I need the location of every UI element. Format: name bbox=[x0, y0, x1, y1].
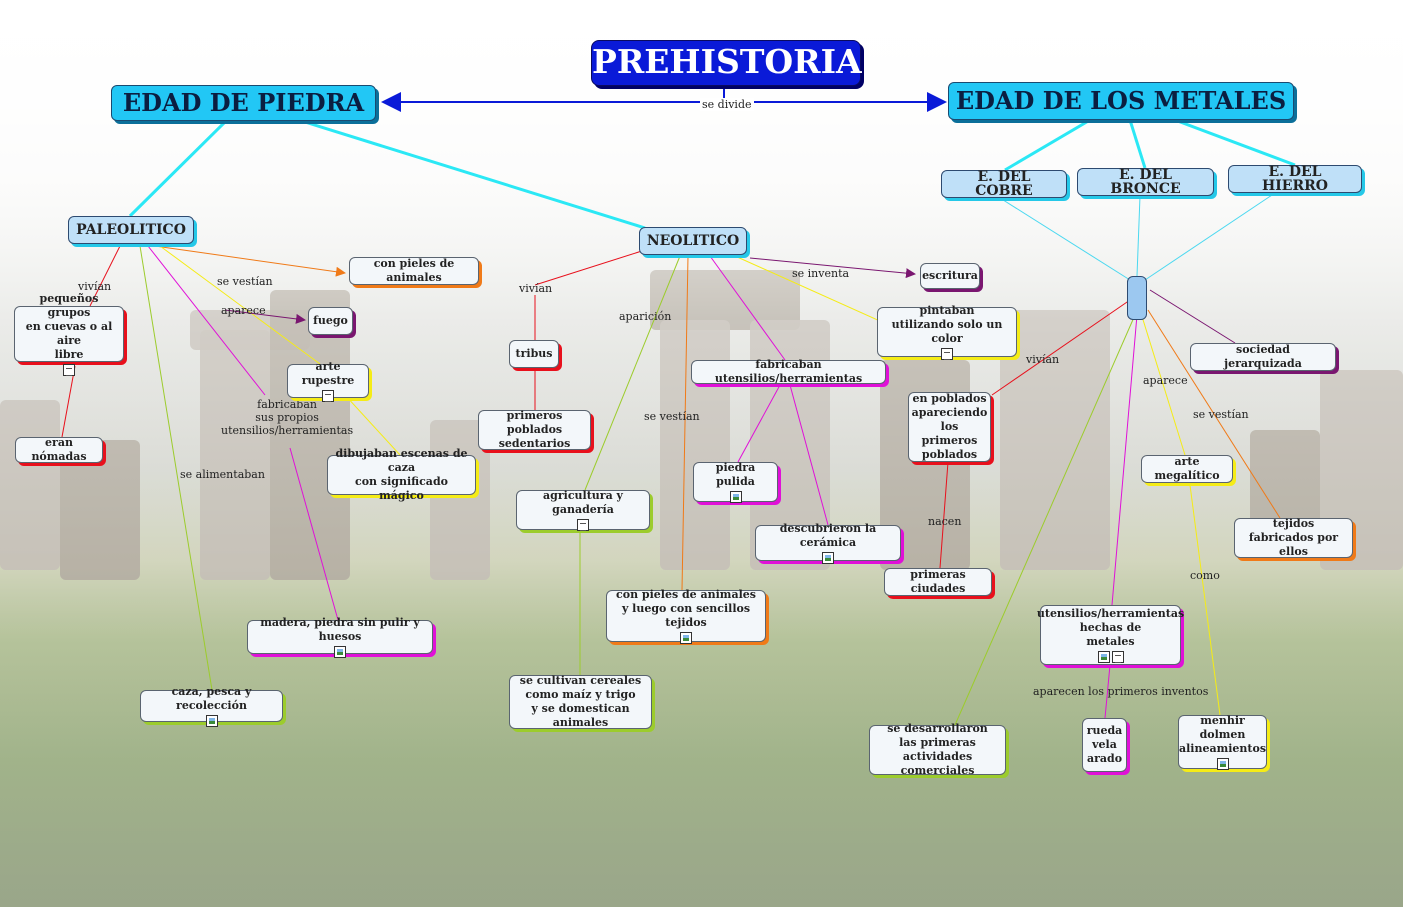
caza-pesca-text: caza, pesca y recolección bbox=[171, 685, 252, 712]
ceramica-text: descubrieron la cerámica bbox=[779, 522, 877, 549]
paleolitico-node[interactable]: PALEOLITICO bbox=[68, 216, 194, 244]
link-label-se-vestian: se vestían bbox=[217, 275, 273, 288]
agricultura-text: agricultura y ganadería bbox=[543, 489, 623, 516]
link-label-se-divide: se divide bbox=[700, 98, 754, 111]
poblados-metales-node[interactable]: en poblados apareciendo los primeros pob… bbox=[908, 392, 991, 462]
document-icon[interactable] bbox=[577, 519, 589, 531]
escritura-node[interactable]: escritura bbox=[920, 263, 980, 289]
page-title: PREHISTORIA bbox=[591, 40, 862, 86]
link-label-fabricaban: fabricaban sus propios utensilios/herram… bbox=[221, 398, 354, 437]
image-icon[interactable] bbox=[822, 552, 834, 564]
link-label-vivian-met: vivían bbox=[1026, 353, 1060, 366]
bronce-node[interactable]: E. DEL BRONCE bbox=[1077, 168, 1214, 196]
utensilios-metales-node[interactable]: utensilios/herramientas hechas de metale… bbox=[1036, 605, 1185, 665]
nomadas-node[interactable]: eran nómadas bbox=[15, 436, 103, 463]
escenas-caza-node[interactable]: dibujaban escenas de caza con significad… bbox=[327, 447, 476, 502]
neolitico-node[interactable]: NEOLITICO bbox=[639, 227, 747, 255]
pieles-neolitico-node[interactable]: con pieles de animales y luego con senci… bbox=[606, 588, 766, 644]
caza-pesca-node[interactable]: caza, pesca y recolección bbox=[140, 685, 283, 727]
grupos-cuevas-text: pequeños grupos en cuevas o al aire libr… bbox=[25, 292, 113, 361]
hierro-node[interactable]: E. DEL HIERRO bbox=[1228, 165, 1362, 193]
edad-metales-node[interactable]: EDAD DE LOS METALES bbox=[948, 82, 1294, 120]
tribus-node[interactable]: tribus bbox=[509, 340, 559, 368]
link-label-se-alimentaban: se alimentaban bbox=[180, 468, 265, 481]
image-icon[interactable] bbox=[205, 715, 218, 727]
link-label-nacen: nacen bbox=[928, 515, 962, 528]
ceramica-node[interactable]: descubrieron la cerámica bbox=[755, 522, 901, 564]
rueda-vela-node[interactable]: rueda vela arado bbox=[1082, 718, 1127, 772]
pintaban-text: pintaban utilizando solo un color bbox=[891, 304, 1003, 345]
piedra-pulida-node[interactable]: piedra pulida bbox=[693, 461, 778, 503]
pieles-paleolitico-node[interactable]: con pieles de animales bbox=[349, 257, 479, 285]
arte-megalitico-node[interactable]: arte megalítico bbox=[1141, 455, 1233, 483]
link-label-se-vestian-met: se vestían bbox=[1193, 408, 1249, 421]
piedra-pulida-text: piedra pulida bbox=[715, 461, 756, 488]
link-label-vivian: vivían bbox=[78, 280, 112, 293]
edad-piedra-node[interactable]: EDAD DE PIEDRA bbox=[111, 85, 376, 121]
menhir-dolmen-text: menhir dolmen alineamientos bbox=[1178, 714, 1267, 755]
arte-rupestre-text: arte rupestre bbox=[301, 360, 355, 387]
link-label-aparece: aparece bbox=[221, 304, 266, 317]
fabricaban-utensilios-node[interactable]: fabricaban utensilios/herramientas bbox=[691, 358, 886, 385]
link-label-aparece-met: aparece bbox=[1143, 374, 1188, 387]
link-label-aparicion: aparición bbox=[619, 310, 672, 323]
primeros-poblados-node[interactable]: primeros poblados sedentarios bbox=[478, 409, 591, 450]
madera-piedra-node[interactable]: madera, piedra sin pulir y huesos bbox=[247, 616, 433, 658]
document-icon[interactable] bbox=[63, 364, 75, 376]
link-label-se-vestian-neo: se vestían bbox=[644, 410, 700, 423]
document-icon[interactable] bbox=[941, 348, 953, 360]
cobre-node[interactable]: E. DEL COBRE bbox=[941, 170, 1067, 198]
image-icon[interactable] bbox=[729, 491, 742, 503]
image-icon[interactable] bbox=[1097, 651, 1110, 663]
link-label-vivian-neo: vivían bbox=[519, 282, 553, 295]
pintaban-node[interactable]: pintaban utilizando solo un color bbox=[877, 304, 1017, 360]
utensilios-metales-text: utensilios/herramientas hechas de metale… bbox=[1036, 607, 1185, 648]
grupos-cuevas-node[interactable]: pequeños grupos en cuevas o al aire libr… bbox=[14, 292, 124, 376]
tejidos-node[interactable]: tejidos fabricados por ellos bbox=[1234, 517, 1353, 558]
actividades-comerciales-node[interactable]: se desarrollaron las primeras actividade… bbox=[869, 722, 1006, 777]
pieles-neolitico-text: con pieles de animales y luego con senci… bbox=[616, 588, 756, 629]
image-icon[interactable] bbox=[680, 632, 692, 644]
image-icon[interactable] bbox=[1216, 758, 1229, 770]
metales-hub-node[interactable] bbox=[1127, 276, 1147, 320]
agricultura-node[interactable]: agricultura y ganadería bbox=[516, 489, 650, 531]
link-label-se-inventa: se inventa bbox=[792, 267, 850, 280]
document-icon[interactable] bbox=[1111, 651, 1124, 663]
document-icon[interactable] bbox=[322, 390, 334, 402]
link-label-inventos: aparecen los primeros inventos bbox=[1033, 685, 1209, 698]
madera-piedra-text: madera, piedra sin pulir y huesos bbox=[260, 616, 420, 643]
fuego-node[interactable]: fuego bbox=[308, 307, 353, 335]
sociedad-jerarquizada-node[interactable]: sociedad jerarquizada bbox=[1190, 343, 1336, 371]
menhir-dolmen-node[interactable]: menhir dolmen alineamientos bbox=[1178, 714, 1267, 770]
cereales-node[interactable]: se cultivan cereales como maíz y trigo y… bbox=[509, 674, 652, 729]
image-icon[interactable] bbox=[334, 646, 346, 658]
arte-rupestre-node[interactable]: arte rupestre bbox=[287, 360, 369, 402]
link-label-como: como bbox=[1190, 569, 1220, 582]
primeras-ciudades-node[interactable]: primeras ciudades bbox=[884, 568, 992, 596]
